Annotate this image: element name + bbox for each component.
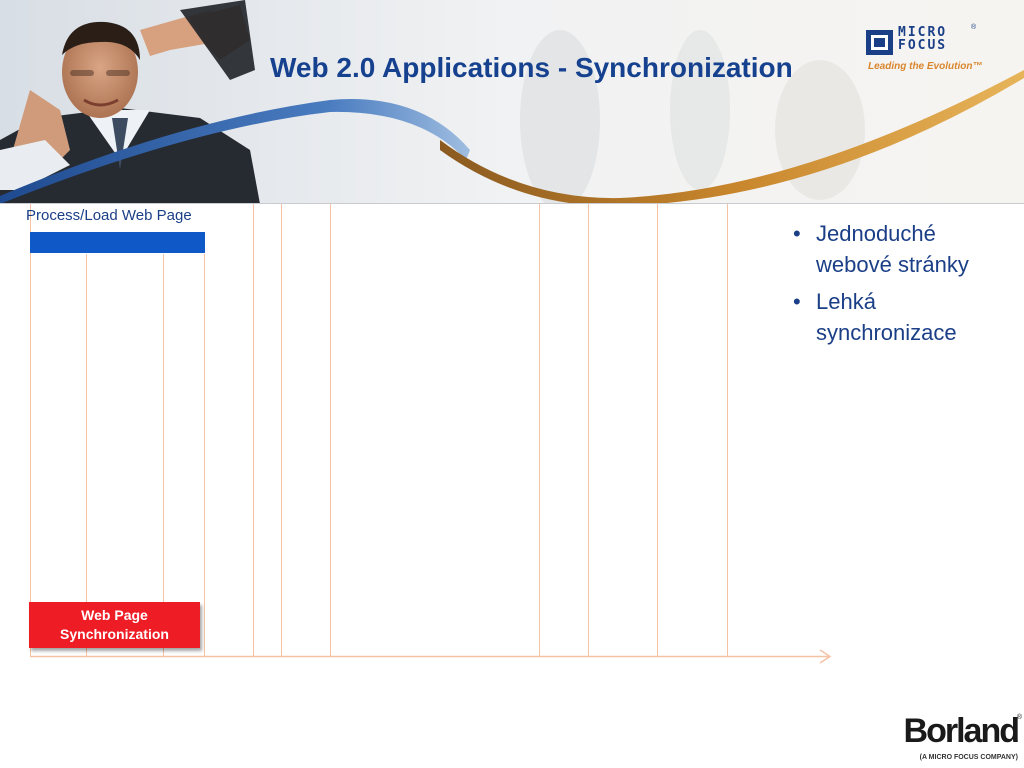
header-banner: Web 2.0 Applications - Synchronization M…	[0, 0, 1024, 204]
bullet-marker: •	[793, 221, 801, 246]
bullet-text: Lehká synchronizace	[816, 289, 957, 345]
process-bar	[30, 232, 205, 253]
header-artwork	[0, 0, 1024, 204]
micro-focus-wordmark: MICRO FOCUS	[898, 25, 948, 53]
process-load-label: Process/Load Web Page	[26, 207, 192, 224]
slide-title: Web 2.0 Applications - Synchronization	[270, 52, 793, 83]
bullet-item: • Jednoduché webové stránky	[793, 218, 1013, 280]
background-figures	[520, 30, 865, 204]
timeline-axis	[30, 649, 832, 664]
registered-mark: ®	[971, 24, 977, 31]
borland-wordmark: Borland	[903, 712, 1020, 750]
blue-swoosh	[0, 99, 470, 204]
arrow-right-icon	[819, 649, 832, 664]
man-framing-hands-photo	[0, 0, 260, 204]
timeline-gridlines	[30, 204, 728, 656]
micro-focus-square-logo	[866, 30, 893, 55]
bullet-item: • Lehká synchronizace	[793, 286, 1013, 348]
micro-focus-tagline: Leading the Evolution™	[868, 61, 983, 72]
timeline-diagram	[30, 204, 832, 664]
borland-logo: Borland ® (A MICRO FOCUS COMPANY)	[903, 712, 1022, 768]
bullet-marker: •	[793, 289, 801, 314]
borland-tagline: (A MICRO FOCUS COMPANY)	[919, 754, 1018, 761]
bullet-text: Jednoduché webové stránky	[816, 221, 969, 277]
micro-focus-logo: MICRO FOCUS ® Leading the Evolution™	[866, 24, 986, 76]
sync-button-label: Web Page Synchronization	[60, 607, 169, 642]
gold-swoosh	[440, 70, 1024, 204]
registered-mark: ®	[1016, 714, 1022, 721]
web-page-synchronization-button[interactable]: Web Page Synchronization	[29, 602, 200, 648]
bullet-list: • Jednoduché webové stránky • Lehká sync…	[793, 218, 1013, 354]
